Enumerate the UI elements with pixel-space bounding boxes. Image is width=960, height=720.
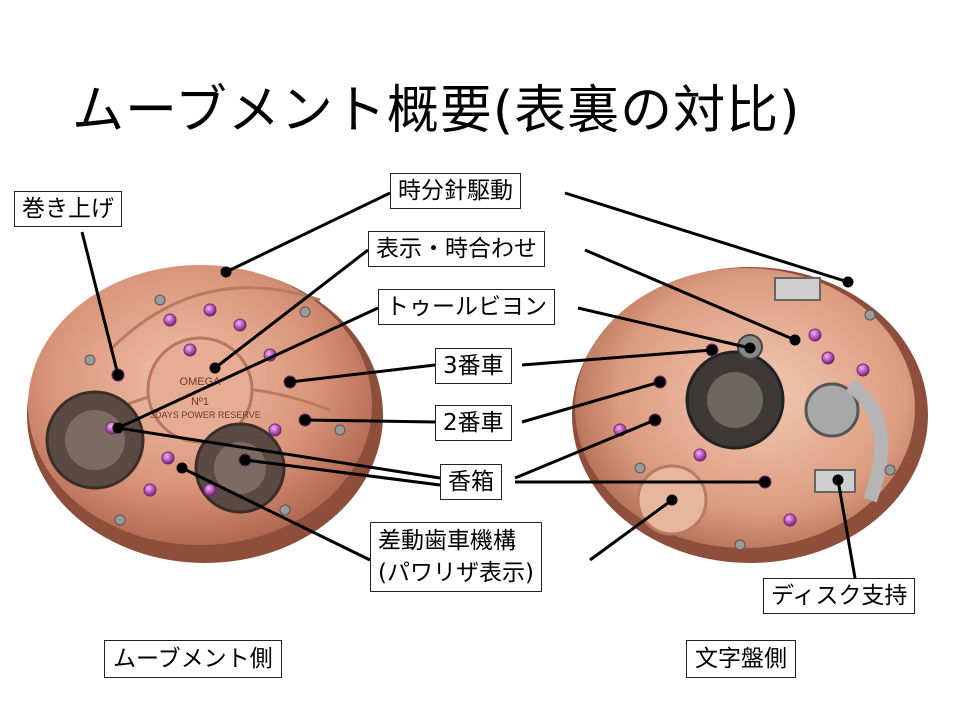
label-differential: 差動歯車機構 (パワリザ表示) <box>370 522 542 592</box>
label-tourbillon: トゥールビヨン <box>378 289 555 325</box>
dial-side-image <box>572 267 928 563</box>
label-hour-minute-drive: 時分針駆動 <box>390 173 521 209</box>
number-engraving: Nº1 <box>191 396 209 408</box>
label-second-wheel: 2番車 <box>435 405 512 441</box>
label-winding: 巻き上げ <box>14 191 122 227</box>
movement-side-caption: ムーブメント側 <box>104 640 282 678</box>
label-third-wheel: 3番車 <box>435 348 512 384</box>
label-display-time-set: 表示・時合わせ <box>368 231 545 267</box>
page-title: ムーブメント概要(表裏の対比) <box>72 81 801 141</box>
power-reserve-engraving: 3DAYS POWER RESERVE <box>150 410 261 420</box>
label-differential-line2: (パワリザ表示) <box>378 560 534 586</box>
label-barrel: 香箱 <box>440 464 502 500</box>
label-disc-support: ディスク支持 <box>763 578 916 614</box>
movement-side-image: OMEGA Nº1 3DAYS POWER RESERVE <box>27 265 383 563</box>
dial-side-caption: 文字盤側 <box>686 640 796 678</box>
label-differential-line1: 差動歯車機構 <box>378 528 516 554</box>
leader-lines <box>80 191 857 579</box>
